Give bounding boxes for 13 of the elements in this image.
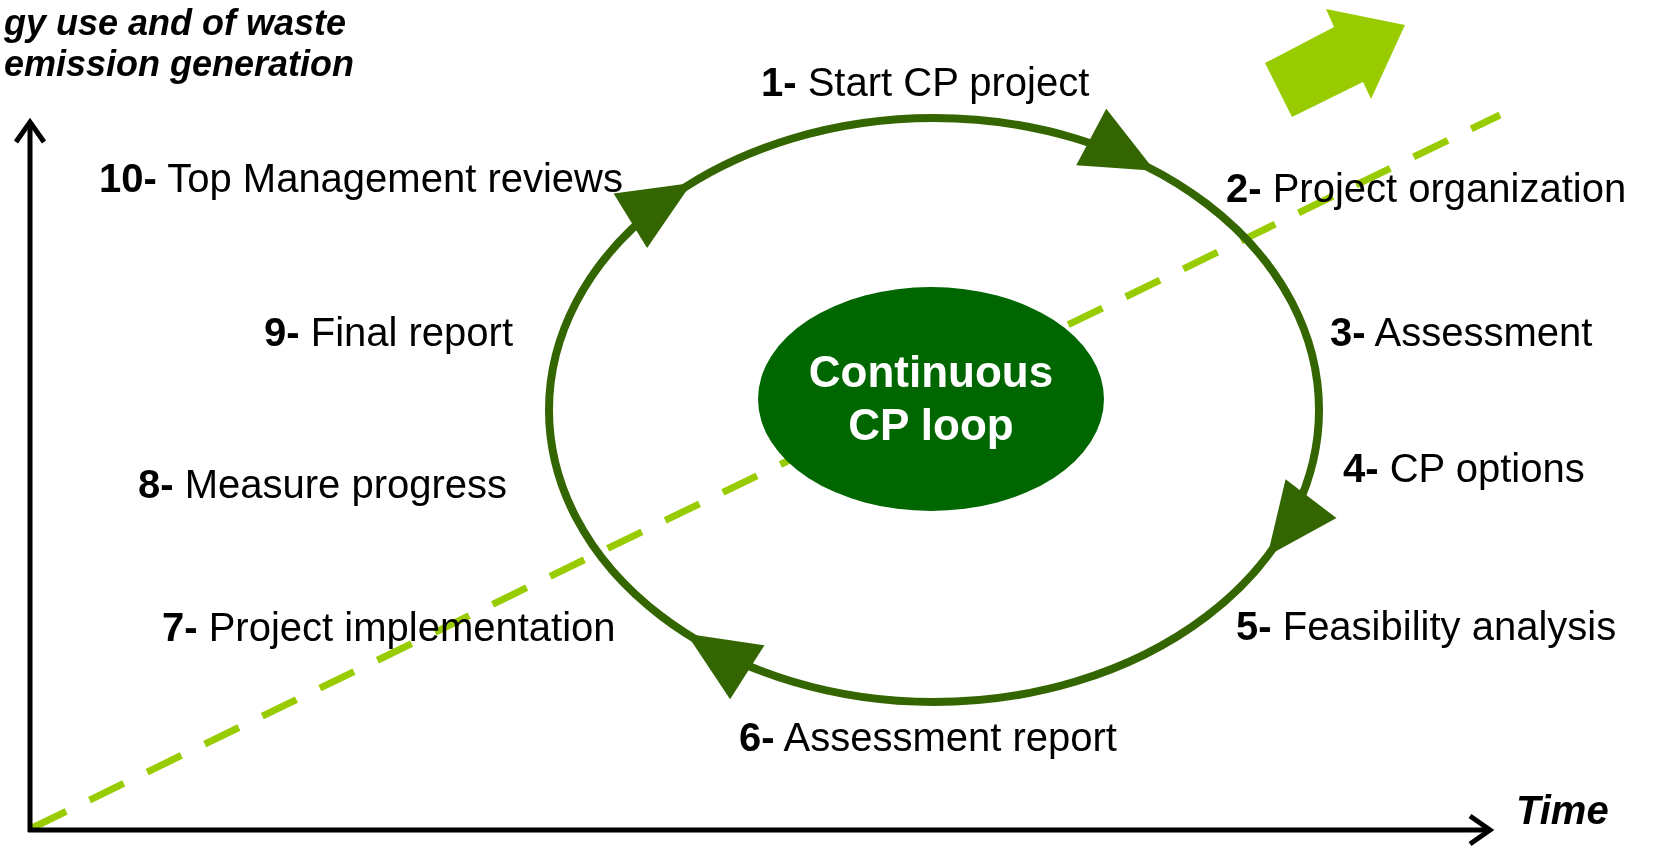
step-label: 4- CP options [1343, 446, 1585, 490]
step-label: 6- Assessment report [739, 715, 1117, 759]
axis-title: Time [1516, 788, 1609, 832]
step-label: 10- Top Management reviews [99, 156, 623, 200]
axis-title: gy use and of waste emission generation [4, 2, 356, 85]
step-label: 2- Project organization [1226, 166, 1627, 210]
step-label: 7- Project implementation [162, 605, 616, 649]
loop-label: Continuous CP loop [807, 346, 1055, 451]
step-label: 3- Assessment [1330, 310, 1593, 354]
step-label: 1- Start CP project [761, 60, 1090, 104]
step-label: 9- Final report [264, 310, 513, 354]
step-label: 8- Measure progress [138, 462, 508, 506]
step-label: 5- Feasibility analysis [1236, 604, 1617, 648]
